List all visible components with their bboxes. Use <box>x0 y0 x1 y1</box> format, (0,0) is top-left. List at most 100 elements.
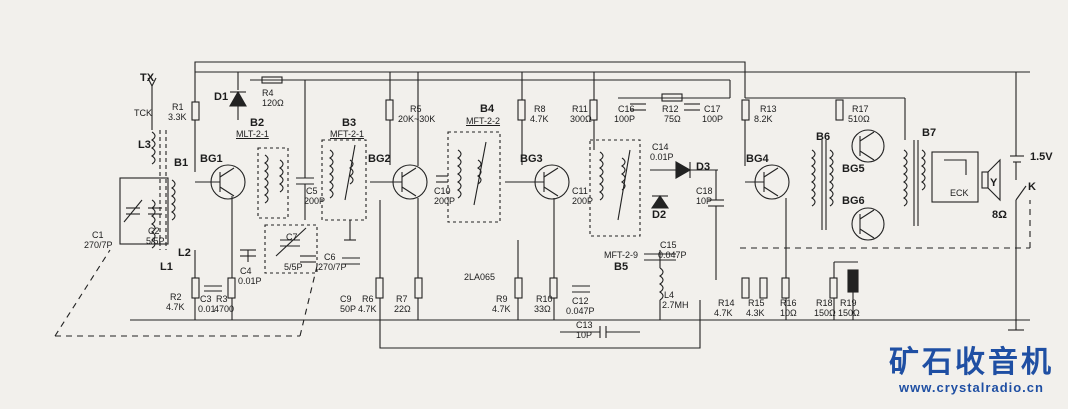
label-r18: R18 <box>816 298 833 308</box>
label-r16-value: 10Ω <box>780 308 797 318</box>
capacitor-c12 <box>572 285 590 293</box>
label-c6: C6 <box>324 252 336 262</box>
label-c13: C13 <box>576 320 593 330</box>
earphone-jack <box>931 151 979 203</box>
label-r4-value: 120Ω <box>262 98 284 108</box>
label-r12: R12 <box>662 104 679 114</box>
label-c15-value: 0.047P <box>658 250 687 260</box>
label-b4-value: MFT-2-2 <box>466 116 501 126</box>
resistor-r6 <box>375 277 384 299</box>
label-c11: C11 <box>572 186 588 196</box>
label-c17-value: 100P <box>702 114 724 124</box>
label-r17-value: 510Ω <box>848 114 870 124</box>
gang-capacitor-c6-c7 <box>264 224 318 274</box>
resistor-r2 <box>191 277 200 299</box>
label-r10-value: 33Ω <box>534 304 551 314</box>
capacitor-c4 <box>240 249 256 262</box>
label-c14-value: 0.01P <box>650 152 674 162</box>
watermark: 矿石收音机 www.crystalradio.cn <box>889 346 1054 396</box>
label-r5-value: 20K~30K <box>398 114 436 124</box>
label-c4-value: 0.01P <box>238 276 262 286</box>
label-r6-value: 4.7K <box>358 304 377 314</box>
variable-capacitor-c1 <box>123 199 162 223</box>
label-d2: D2 <box>652 209 667 221</box>
if-transformer-b4 <box>436 131 501 223</box>
label-c4: C4 <box>240 266 252 276</box>
label-r10: R10 <box>536 294 553 304</box>
label-c2: C2 <box>148 226 160 236</box>
label-c18: C18 <box>696 186 713 196</box>
label-switch-k: K <box>1028 181 1036 193</box>
label-c12: C12 <box>572 296 589 306</box>
capacitor-c15 <box>644 253 676 261</box>
label-c14: C14 <box>652 142 669 152</box>
antenna-symbol <box>147 77 157 130</box>
label-r9-value: 4.7K <box>492 304 511 314</box>
label-b4: B4 <box>480 103 495 115</box>
battery-symbol <box>1010 72 1024 180</box>
label-bg4: BG4 <box>746 153 769 165</box>
label-b5-value: MFT-2-9 <box>604 250 639 260</box>
capacitor-c9 <box>342 257 360 265</box>
label-bg6: BG6 <box>842 195 865 207</box>
label-c9: C9 <box>340 294 352 304</box>
label-b5: B5 <box>614 261 629 273</box>
label-b7: B7 <box>922 127 937 139</box>
capacitor-c3 <box>204 285 222 292</box>
label-r15: R15 <box>748 298 765 308</box>
label-c15: C15 <box>660 240 677 250</box>
label-bg2: BG2 <box>368 153 391 165</box>
resistor-r1 <box>191 101 200 121</box>
diode-d2 <box>650 195 670 209</box>
resistor-r19 <box>847 269 859 293</box>
label-r1: R1 <box>172 102 184 112</box>
label-r13-value: 8.2K <box>754 114 773 124</box>
capacitor-c17 <box>684 103 700 111</box>
label-r14-value: 4.7K <box>714 308 733 318</box>
speaker-symbol <box>981 158 1001 202</box>
label-l4-value: 2.7MH <box>662 300 689 310</box>
transistor-bg2 <box>370 164 428 200</box>
label-y: Y <box>990 177 998 189</box>
label-c6-value: 270/7P <box>318 262 347 272</box>
label-d3: D3 <box>696 161 711 173</box>
input-capacitor-box <box>119 177 169 245</box>
label-diode: 2LA065 <box>464 272 496 282</box>
label-r3: R3 <box>216 294 228 304</box>
label-c1: C1 <box>92 230 104 240</box>
label-c5: C5 <box>306 186 318 196</box>
jack-contact <box>944 159 967 175</box>
label-bg5: BG5 <box>842 163 865 175</box>
diode-d3 <box>650 161 718 179</box>
label-c16: C16 <box>618 104 635 114</box>
ground-rail <box>130 300 1030 349</box>
label-r2: R2 <box>170 292 182 302</box>
label-r19-value: 150Ω <box>838 308 860 318</box>
label-r11-value: 300Ω <box>570 114 592 124</box>
label-r1-value: 3.3K <box>168 112 187 122</box>
antenna-link-dashed <box>54 200 1031 337</box>
label-d1: D1 <box>214 91 229 103</box>
label-c3: C3 <box>200 294 212 304</box>
label-c3-value: 0.01 <box>198 304 216 314</box>
label-l3: L3 <box>138 139 151 151</box>
if-transformer-b3 <box>321 139 367 241</box>
label-battery: 1.5V <box>1030 151 1053 163</box>
label-c1-value: 270/7P <box>84 240 113 250</box>
output-transformer-b7 <box>903 140 926 226</box>
label-l2: L2 <box>178 247 191 259</box>
label-b1: B1 <box>174 157 189 169</box>
label-r15-value: 4.3K <box>746 308 765 318</box>
transistor-bg3 <box>505 164 570 200</box>
resistor-r17 <box>835 99 844 121</box>
if-transformer-b5 <box>589 139 641 237</box>
watermark-url: www.crystalradio.cn <box>899 380 1044 395</box>
label-r3-value: 4700 <box>214 304 235 314</box>
resistor-r3 <box>227 277 236 299</box>
label-c9-value: 50P <box>340 304 357 314</box>
transistor-bg6 <box>851 207 885 241</box>
transistor-bg4 <box>745 164 790 200</box>
label-r19: R19 <box>840 298 857 308</box>
label-c18-value: 10P <box>696 196 713 206</box>
